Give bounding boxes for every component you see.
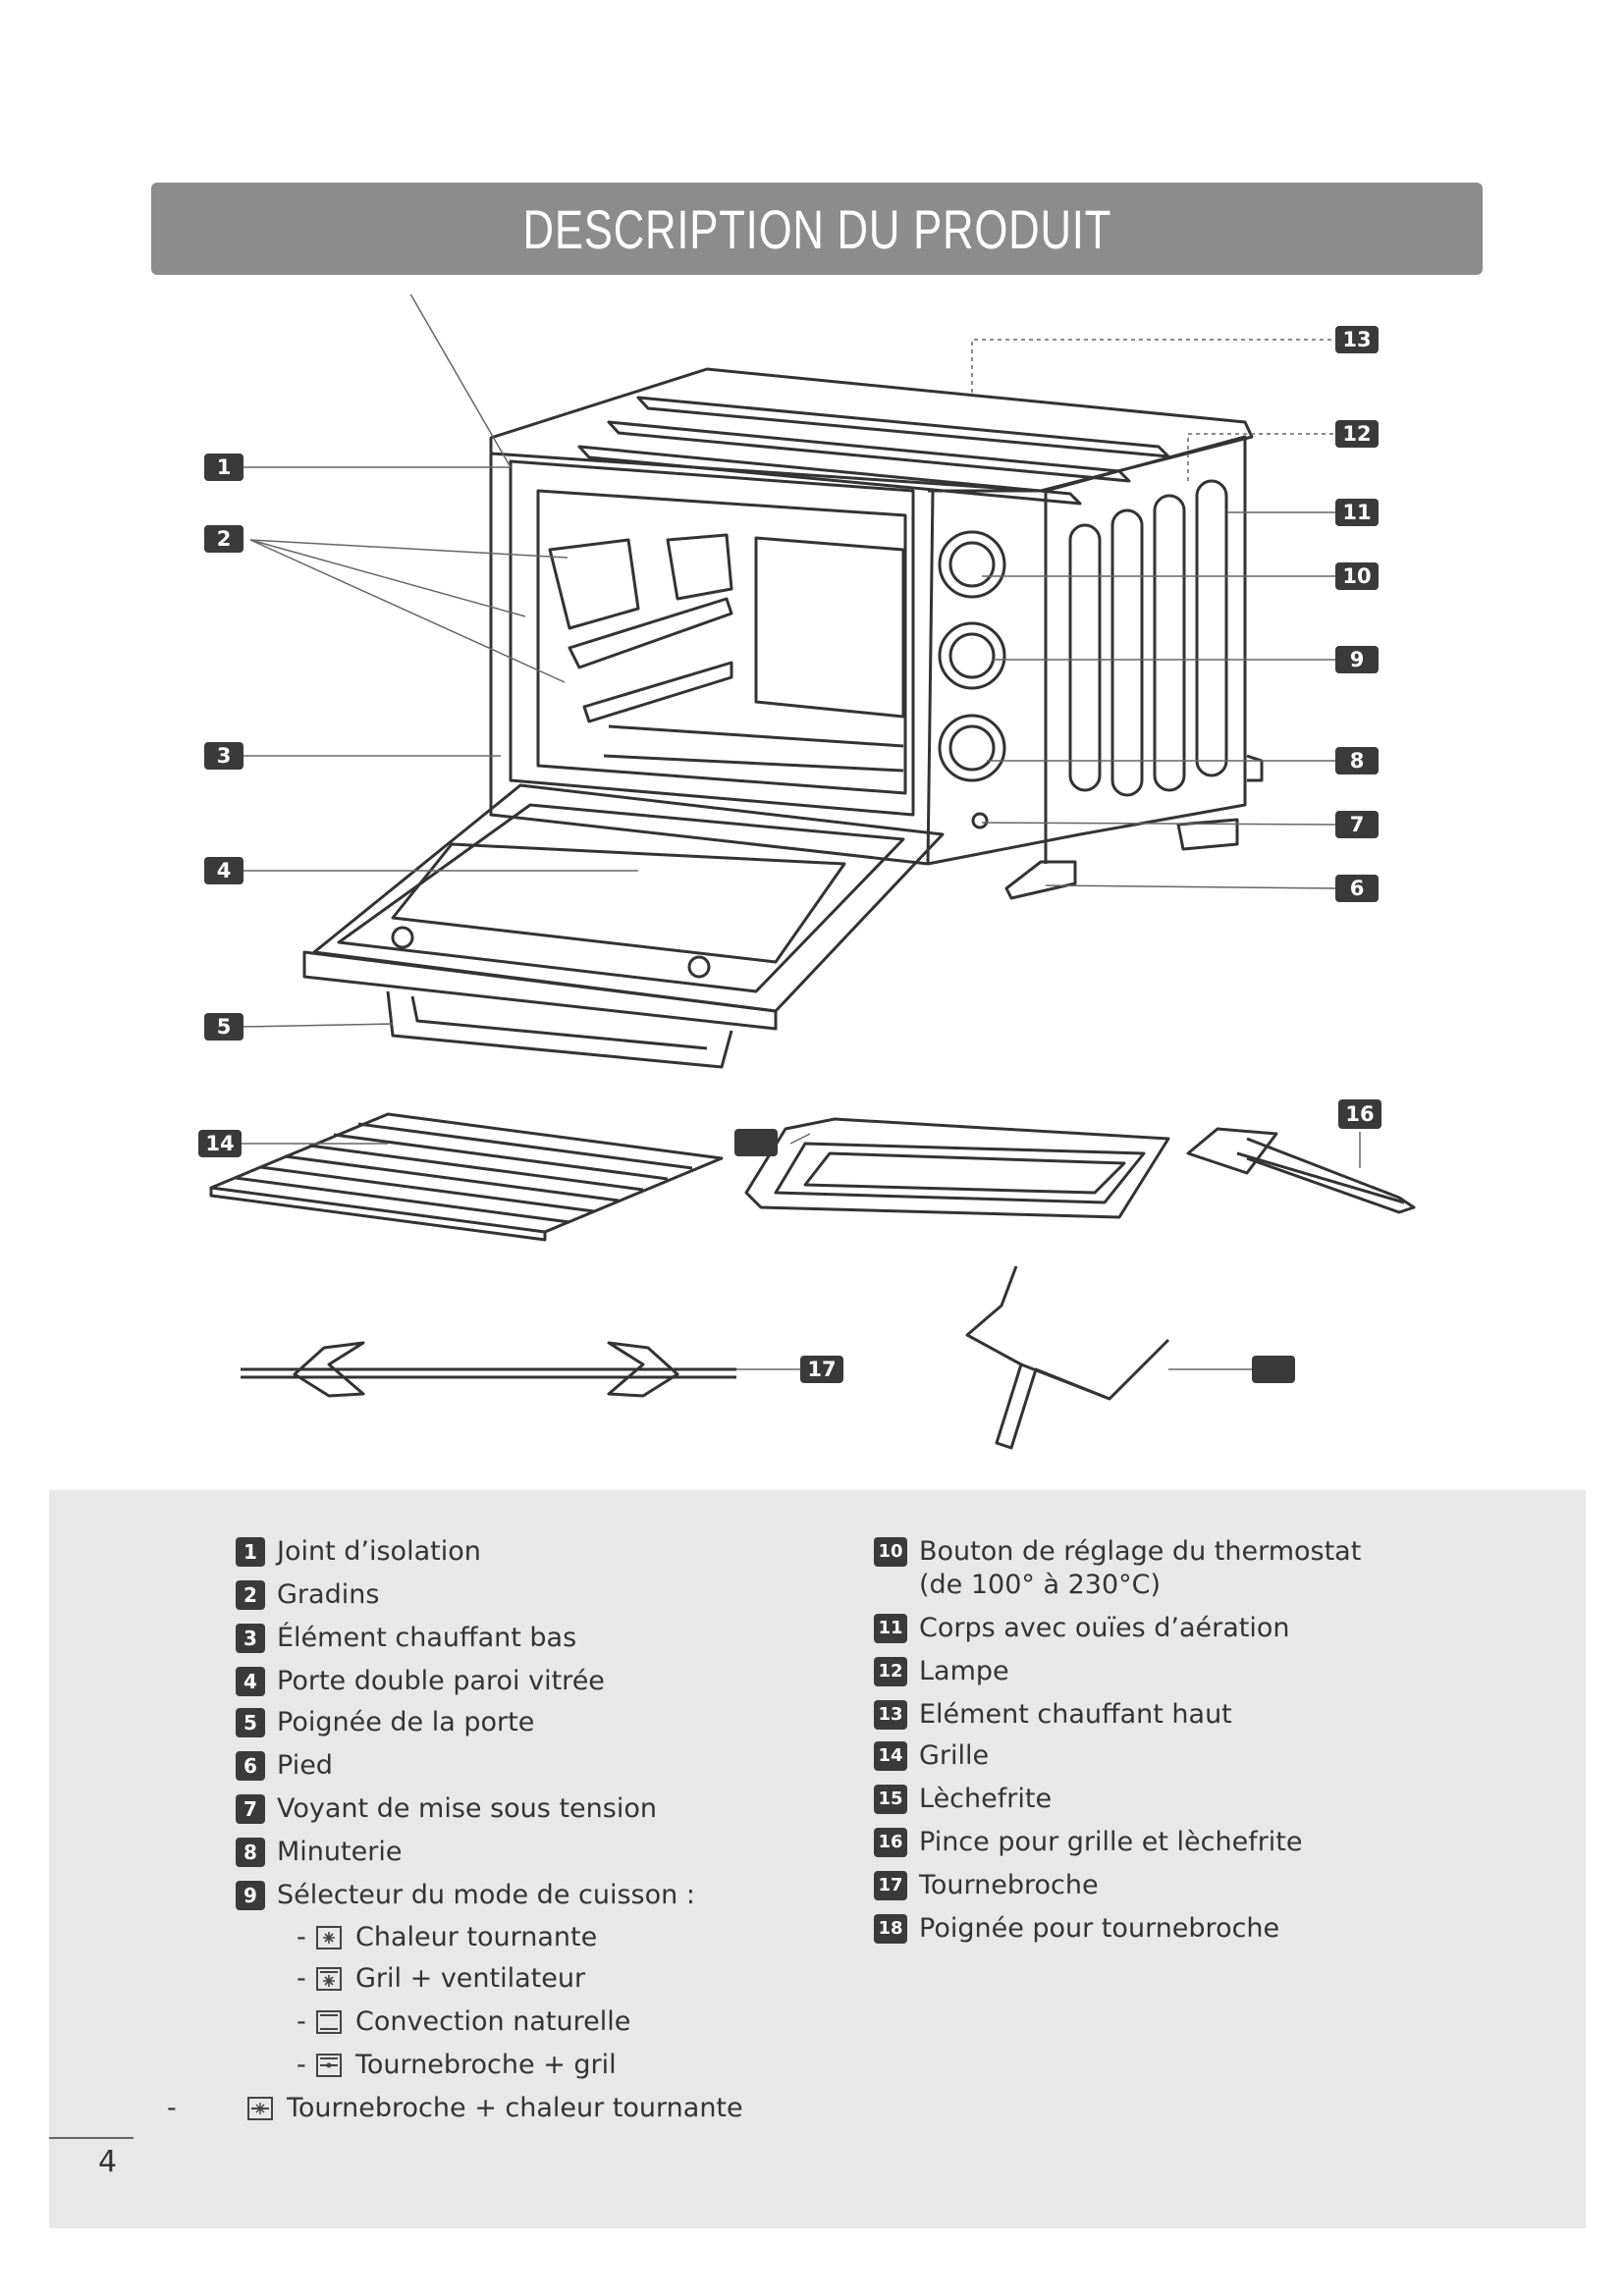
page-title: DESCRIPTION DU PRODUIT — [522, 197, 1111, 260]
callout-1: 1 — [204, 454, 244, 481]
callout-14: 14 — [198, 1130, 242, 1157]
callout-8: 8 — [1335, 747, 1379, 774]
fan-heat-icon — [316, 1925, 342, 1949]
callout-10: 10 — [1335, 562, 1379, 590]
svg-text:4: 4 — [217, 859, 232, 882]
callout-5: 5 — [204, 1013, 244, 1041]
svg-text:7: 7 — [1350, 813, 1365, 836]
callout-16: 16 — [1338, 1099, 1381, 1129]
callout-13: 13 — [1335, 326, 1379, 353]
mode-item-rotisserie-fan: - Tournebroche + chaleur tournante — [167, 2093, 743, 2123]
svg-text:3: 3 — [217, 744, 232, 768]
callout-17: 17 — [800, 1356, 843, 1383]
page-number: 4 — [98, 2145, 118, 2179]
mode-item-convection: - Convection naturelle — [297, 2006, 631, 2037]
svg-text:10: 10 — [1342, 564, 1371, 588]
svg-text:5: 5 — [217, 1015, 232, 1039]
svg-text:9: 9 — [1350, 648, 1365, 671]
callout-6: 6 — [1335, 875, 1379, 902]
rotisserie-grill-icon — [316, 2053, 342, 2077]
svg-text:1: 1 — [217, 455, 232, 479]
oven-diagram: 1 2 3 4 5 6 7 8 9 10 11 12 13 14 16 17 — [198, 294, 1416, 1450]
callout-2: 2 — [204, 525, 244, 553]
svg-text:12: 12 — [1342, 422, 1371, 446]
callout-4: 4 — [204, 857, 244, 884]
callout-3: 3 — [204, 742, 244, 770]
svg-text:2: 2 — [217, 527, 232, 551]
svg-text:17: 17 — [807, 1358, 836, 1381]
title-banner: DESCRIPTION DU PRODUIT — [151, 183, 1483, 275]
leader-lines — [236, 294, 1361, 1370]
svg-text:16: 16 — [1345, 1102, 1374, 1126]
svg-text:14: 14 — [205, 1132, 234, 1155]
convection-icon — [316, 2009, 342, 2034]
grill-fan-icon — [316, 1966, 342, 1991]
mode-item-fan-heat: - Chaleur tournante — [297, 1922, 598, 1952]
callout-11: 11 — [1335, 499, 1379, 526]
svg-text:6: 6 — [1350, 877, 1365, 900]
callout-15 — [734, 1129, 778, 1156]
svg-text:11: 11 — [1342, 501, 1371, 524]
callout-9: 9 — [1335, 646, 1379, 673]
page-number-rule — [49, 2137, 134, 2139]
callout-12: 12 — [1335, 420, 1379, 448]
callout-18 — [1252, 1356, 1295, 1383]
svg-text:13: 13 — [1342, 328, 1371, 351]
dashed-leaders — [971, 339, 1335, 481]
svg-text:8: 8 — [1350, 749, 1365, 773]
callout-badges: 1 2 3 4 5 6 7 8 9 10 11 12 13 14 16 17 — [198, 326, 1381, 1383]
mode-item-rotisserie-grill: - Tournebroche + gril — [297, 2050, 617, 2080]
callout-7: 7 — [1335, 811, 1379, 838]
mode-item-grill-fan: - Gril + ventilateur — [297, 1963, 586, 1994]
rotisserie-fan-icon — [247, 2096, 273, 2120]
oven-illustration — [209, 367, 1416, 1450]
